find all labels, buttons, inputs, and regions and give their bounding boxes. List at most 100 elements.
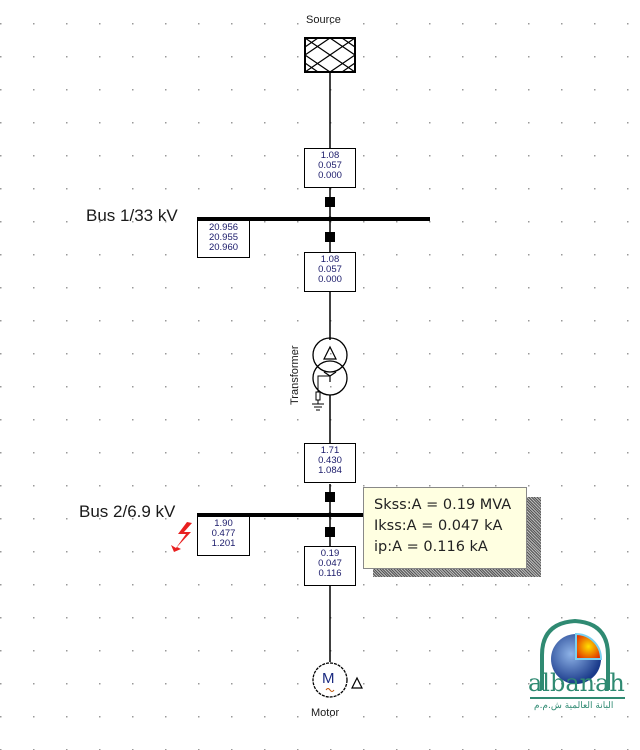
result-value: 0.000 [318, 274, 342, 285]
grid-dot [198, 320, 200, 322]
grid-dot [627, 551, 629, 553]
grid-dot [264, 716, 266, 718]
grid-dot [429, 23, 431, 25]
transformer-lv-result-box[interactable]: 1.71 0.430 1.084 [304, 443, 356, 483]
grid-dot [66, 452, 68, 454]
grid-dot [594, 617, 596, 619]
grid-dot [33, 683, 35, 685]
grid-dot [264, 23, 266, 25]
grid-dot [627, 89, 629, 91]
grid-dot [495, 650, 497, 652]
grid-dot [99, 254, 101, 256]
grid-dot [33, 23, 35, 25]
grid-dot [33, 287, 35, 289]
source-label: Source [306, 14, 341, 26]
grid-dot [198, 23, 200, 25]
grid-dot [198, 617, 200, 619]
grid-dot [132, 188, 134, 190]
grid-dot [462, 419, 464, 421]
grid-dot [528, 56, 530, 58]
breaker-source[interactable] [325, 197, 335, 207]
grid-dot [0, 287, 2, 289]
grid-dot [99, 221, 101, 223]
grid-dot [0, 716, 2, 718]
grid-dot [297, 254, 299, 256]
grid-dot [231, 155, 233, 157]
motor-feeder-result-box[interactable]: 0.19 0.047 0.116 [304, 546, 356, 586]
grid-dot [198, 188, 200, 190]
grid-dot [0, 221, 2, 223]
result-value: 1.90 [214, 518, 233, 529]
grid-dot [396, 287, 398, 289]
grid-dot [462, 254, 464, 256]
grid-dot [66, 485, 68, 487]
grid-dot [528, 287, 530, 289]
grid-dot [495, 221, 497, 223]
globe-logo-icon [540, 618, 610, 690]
grid-dot [396, 716, 398, 718]
grid-dot [495, 452, 497, 454]
grid-dot [396, 122, 398, 124]
grid-dot [132, 650, 134, 652]
grid-dot [561, 188, 563, 190]
grid-dot [297, 485, 299, 487]
grid-dot [99, 716, 101, 718]
grid-dot [0, 23, 2, 25]
transformer-hv-result-box[interactable]: 1.08 0.057 0.000 [304, 252, 356, 292]
grid-dot [165, 221, 167, 223]
grid-dot [561, 518, 563, 520]
grid-dot [561, 353, 563, 355]
grid-dot [627, 683, 629, 685]
grid-dot [330, 23, 332, 25]
grid-dot [462, 155, 464, 157]
external-grid-source[interactable] [303, 37, 357, 73]
breaker-motor[interactable] [325, 527, 335, 537]
grid-dot [528, 23, 530, 25]
grid-dot [429, 221, 431, 223]
result-value: 0.19 [320, 548, 340, 559]
grid-dot [561, 155, 563, 157]
grid-dot [0, 419, 2, 421]
grid-dot [396, 485, 398, 487]
grid-dot [0, 551, 2, 553]
grid-dot [627, 386, 629, 388]
grid-dot [396, 188, 398, 190]
grid-dot [33, 221, 35, 223]
grid-dot [231, 89, 233, 91]
grid-dot [594, 23, 596, 25]
grid-dot [66, 221, 68, 223]
motor-symbol[interactable] [312, 662, 363, 698]
grid-dot [429, 452, 431, 454]
grid-dot [363, 23, 365, 25]
grid-dot [429, 683, 431, 685]
grid-dot [66, 353, 68, 355]
grid-dot [495, 320, 497, 322]
bus1-label: Bus 1/33 kV [86, 206, 178, 225]
grid-dot [165, 584, 167, 586]
grid-dot [66, 617, 68, 619]
result-value: 20.960 [208, 242, 239, 253]
grid-dot [297, 518, 299, 520]
bus1-result-box[interactable]: 20.956 20.955 20.960 [197, 220, 250, 258]
ground-icon [312, 400, 324, 411]
grid-dot [528, 452, 530, 454]
grid-dot [495, 287, 497, 289]
grid-dot [495, 188, 497, 190]
bus2-result-box[interactable]: 1.90 0.477 1.201 [197, 516, 250, 556]
grid-dot [363, 683, 365, 685]
breaker-transformer-hv[interactable] [325, 232, 335, 242]
grid-dot [198, 386, 200, 388]
grid-dot [594, 683, 596, 685]
breaker-transformer-lv[interactable] [325, 492, 335, 502]
short-circuit-fault-icon[interactable] [171, 522, 192, 552]
grid-dot [66, 419, 68, 421]
grid-dot [132, 419, 134, 421]
grid-dot [0, 518, 2, 520]
grid-dot [528, 89, 530, 91]
grid-dot [99, 485, 101, 487]
grid-dot [231, 287, 233, 289]
source-feeder-result-box[interactable]: 1.08 0.057 0.000 [304, 148, 356, 188]
grid-dot [429, 584, 431, 586]
grid-dot [132, 617, 134, 619]
